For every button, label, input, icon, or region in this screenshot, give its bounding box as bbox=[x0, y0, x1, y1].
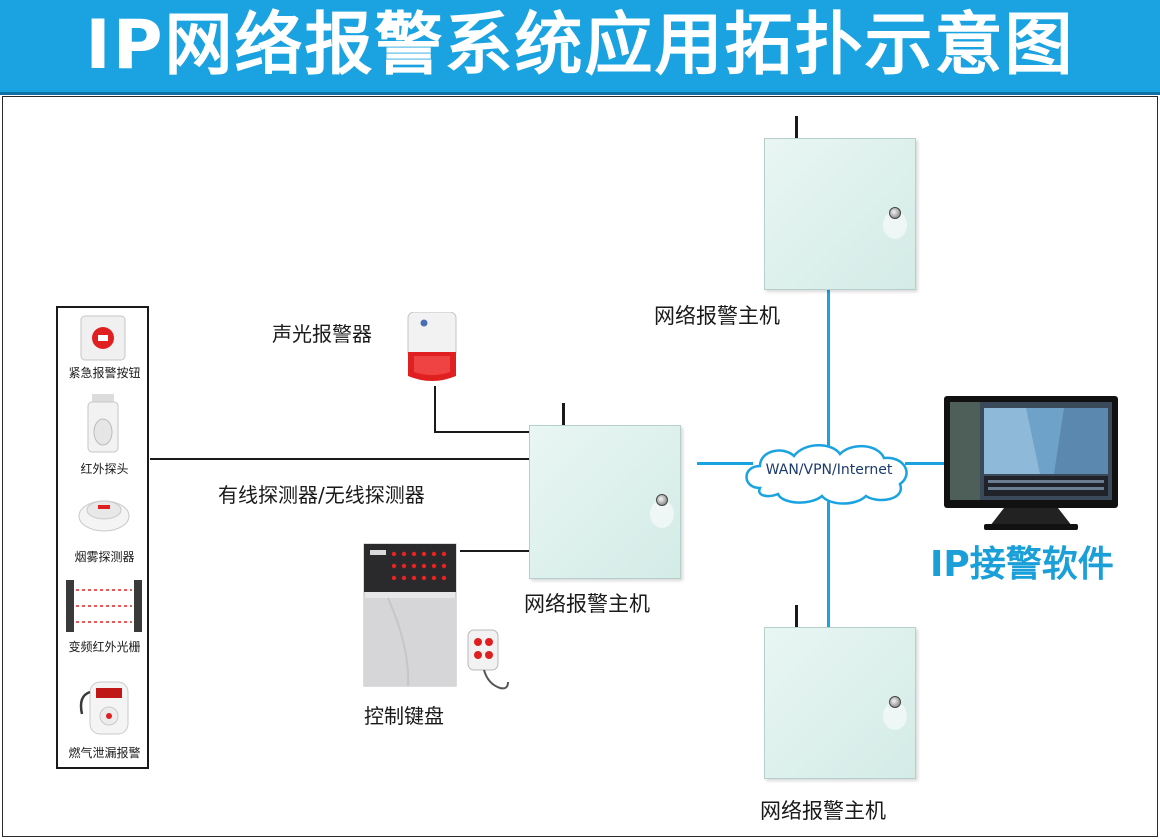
sensor-label-gas: 燃气泄漏报警 bbox=[68, 746, 141, 760]
sensor-label-beam: 变频红外光栅 bbox=[68, 640, 141, 654]
host-center-panel bbox=[529, 425, 681, 579]
network-cloud-icon bbox=[745, 444, 908, 505]
sensor-label-pir: 红外探头 bbox=[80, 462, 129, 476]
siren-label: 声光报警器 bbox=[272, 322, 372, 346]
detector-link-label: 有线探测器/无线探测器 bbox=[218, 483, 425, 507]
host-center-lock-icon bbox=[656, 494, 668, 506]
emergency-button-icon bbox=[80, 315, 126, 361]
pir-detector-icon bbox=[87, 394, 119, 453]
host-center-antenna bbox=[562, 403, 565, 427]
remote-control-icon bbox=[467, 629, 509, 690]
monitor-icon bbox=[944, 396, 1118, 530]
page-title: IP网络报警系统应用拓扑示意图 bbox=[85, 6, 1075, 85]
host-bottom-lock-icon bbox=[889, 696, 901, 708]
network-label: WAN/VPN/Internet bbox=[765, 462, 893, 478]
host-center-label: 网络报警主机 bbox=[524, 592, 650, 616]
wire-siren-horizontal bbox=[434, 431, 530, 433]
title-banner: IP网络报警系统应用拓扑示意图 bbox=[0, 0, 1160, 95]
keypad-icon bbox=[363, 543, 457, 687]
gas-leak-alarm-icon bbox=[79, 681, 129, 735]
keypad-label: 控制键盘 bbox=[364, 704, 444, 728]
sensor-panel: 紧急报警按钮 红外探头 烟雾探测器 变频红外光栅 燃气泄 bbox=[56, 306, 149, 769]
infrared-beam-icon bbox=[66, 580, 142, 632]
host-bottom-panel bbox=[764, 627, 916, 779]
host-bottom-label: 网络报警主机 bbox=[760, 799, 886, 823]
network-line-left bbox=[697, 462, 753, 465]
host-top-label: 网络报警主机 bbox=[654, 304, 780, 328]
wire-keypad-to-host bbox=[460, 550, 530, 552]
host-top-panel bbox=[764, 138, 916, 290]
sensor-label-smoke: 烟雾探测器 bbox=[74, 550, 135, 564]
host-top-antenna bbox=[795, 116, 798, 140]
smoke-detector-icon bbox=[78, 500, 130, 532]
host-bottom-antenna bbox=[795, 605, 798, 629]
diagram-frame bbox=[2, 96, 1158, 837]
network-line-right bbox=[905, 462, 947, 465]
wire-siren-vertical bbox=[434, 386, 436, 433]
host-top-lock-icon bbox=[889, 207, 901, 219]
siren-icon bbox=[407, 312, 457, 381]
wire-sensors-to-host bbox=[150, 458, 530, 460]
sensor-label-emergency: 紧急报警按钮 bbox=[68, 366, 141, 380]
ip-software-label: IP接警软件 bbox=[930, 544, 1114, 585]
